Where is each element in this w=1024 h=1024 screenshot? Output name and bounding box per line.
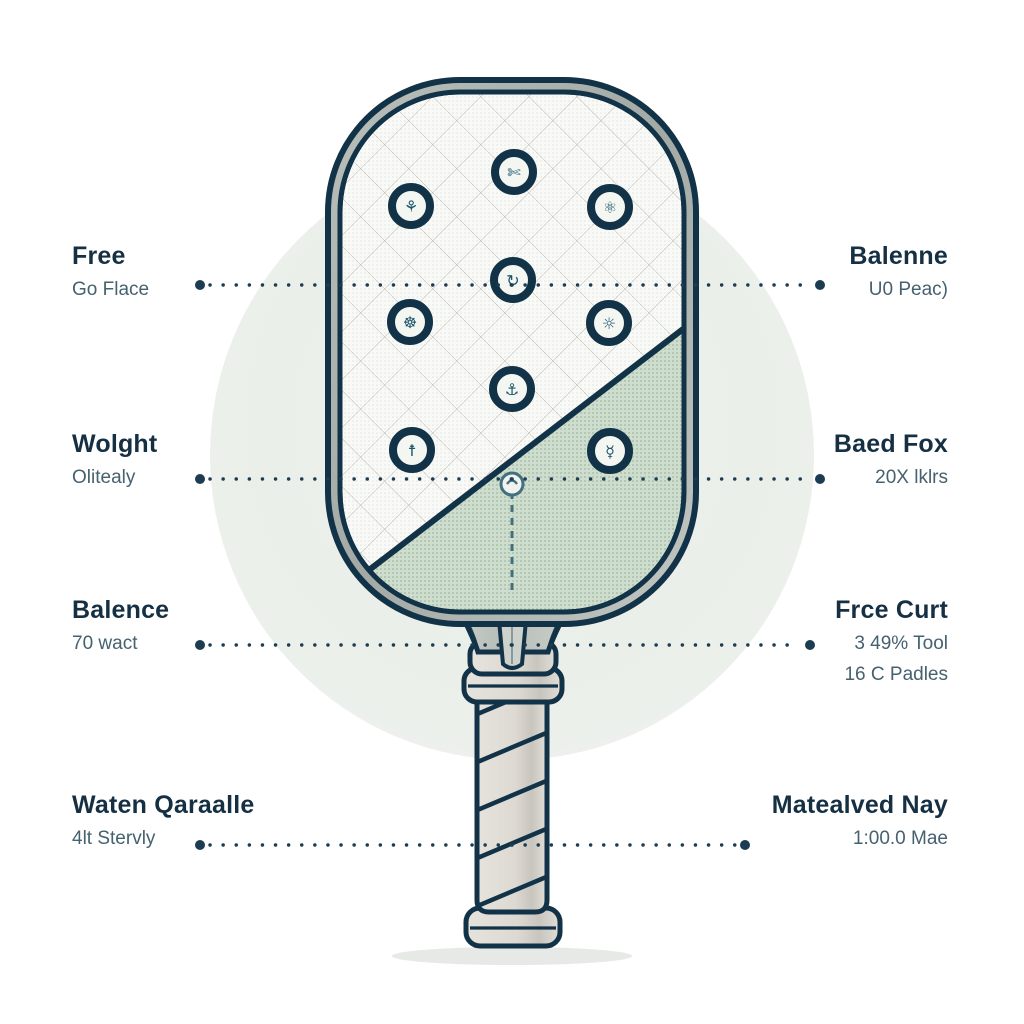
badge-layer: ✄ ⚘ ⚛ ↻ ☸ ☼ ⚓ ☨ ☿ [387,149,633,474]
callout-left-4[interactable]: Waten Qaraalle 4lt Stervly [72,791,352,851]
callout-right-3[interactable]: Frce Curt 3 49% Tool 16 C Padles [668,596,948,688]
svg-text:⚘: ⚘ [404,197,418,216]
callout-right-2-title: Baed Fox [833,430,948,458]
leader-line-left-4 [195,840,514,850]
callout-right-4-sub: 1:00.0 Mae [852,827,948,849]
callout-left-2[interactable]: Wolght Olitealy [72,430,302,490]
callout-left-3-title: Balence [72,596,170,624]
callout-left-2-sub: Olitealy [72,466,136,488]
badge-3-icon[interactable]: ⚛ [587,184,633,230]
svg-text:☸: ☸ [403,313,417,332]
badge-6-icon[interactable]: ☼ [586,300,632,346]
badge-1-icon[interactable]: ✄ [491,149,537,195]
callout-right-2[interactable]: Baed Fox 20X lklrs [668,430,948,490]
callout-left-3[interactable]: Balence 70 wact [72,596,302,656]
callout-right-1-title: Balenne [849,242,948,270]
badge-9-icon[interactable]: ☿ [587,428,633,474]
callout-right-3-sub2: 16 C Padles [844,664,948,686]
drop-shadow [392,947,632,965]
callout-left-2-title: Wolght [72,430,158,458]
leader-line-left-3 [195,640,514,650]
badge-4-icon[interactable]: ↻ [490,257,536,303]
badge-5-icon[interactable]: ☸ [387,299,433,345]
leader-line-left-1 [195,280,514,290]
badge-8-icon[interactable]: ☨ [389,427,435,473]
leader-line-right-2 [510,474,825,484]
svg-text:↻: ↻ [506,271,519,290]
callout-left-1[interactable]: Free Go Flace [72,242,302,302]
leader-line-layer [195,280,825,850]
callout-right-4-title: Matealved Nay [771,791,948,819]
callout-right-1-sub: U0 Peac) [868,278,948,300]
badge-2-icon[interactable]: ⚘ [388,183,434,229]
handle-grip [474,681,550,915]
center-axis-marker [499,471,525,596]
callout-right-1[interactable]: Balenne U0 Peac) [668,242,948,302]
leader-line-right-1 [510,280,825,290]
svg-text:✄: ✄ [507,163,521,182]
svg-text:☨: ☨ [408,441,417,460]
callout-left-1-sub: Go Flace [72,278,150,300]
leader-line-right-3 [510,640,815,650]
svg-text:⚓: ⚓ [505,380,519,399]
callout-left-4-sub: 4lt Stervly [72,827,156,849]
svg-text:☼: ☼ [602,314,616,333]
callout-right-3-title: Frce Curt [835,596,948,624]
svg-text:☿: ☿ [605,442,615,461]
svg-text:⚛: ⚛ [603,198,617,217]
leader-line-right-4 [510,840,750,850]
badge-7-icon[interactable]: ⚓ [489,366,535,412]
callout-left-4-title: Waten Qaraalle [72,791,255,819]
face-divider-line [340,313,684,603]
callout-right-3-sub: 3 49% Tool [854,632,948,654]
callout-right-2-sub: 20X lklrs [875,466,948,488]
callout-left-3-sub: 70 wact [72,632,138,654]
callout-left-1-title: Free [72,242,126,270]
leader-line-left-2 [195,474,514,484]
callout-right-4[interactable]: Matealved Nay 1:00.0 Mae [648,791,948,851]
